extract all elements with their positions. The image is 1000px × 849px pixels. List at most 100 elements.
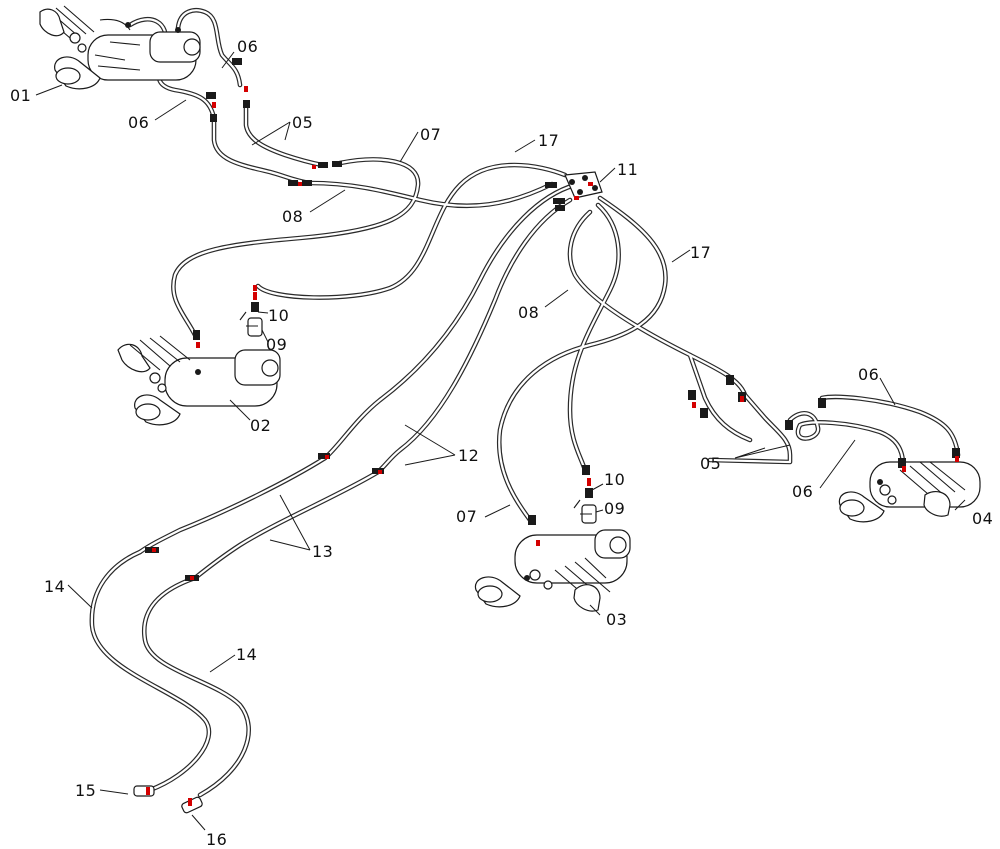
coupling-fitting xyxy=(325,455,329,459)
coupler-16-icon xyxy=(181,796,203,814)
callout-10: 10 xyxy=(268,306,289,325)
coupling-fitting xyxy=(952,448,960,458)
coupling-fitting xyxy=(785,420,793,430)
fittings-group xyxy=(145,58,960,581)
coupling-fitting xyxy=(378,470,382,474)
hose-05-b-inner xyxy=(244,102,324,167)
coupling-fitting xyxy=(818,398,826,408)
hose-03-b-inner xyxy=(568,203,620,472)
hose-07-top-inner xyxy=(172,158,420,337)
coupling-fitting xyxy=(298,182,302,186)
hose-13-a xyxy=(137,455,328,555)
hose-17-right-inner xyxy=(498,196,667,522)
callout-14: 14 xyxy=(236,645,257,664)
callout-12: 12 xyxy=(458,446,479,465)
coupling-fitting xyxy=(212,102,216,108)
callout-17: 17 xyxy=(538,131,559,150)
coupling-fitting xyxy=(332,161,342,167)
coupling-fitting xyxy=(898,458,906,468)
hose-05-c-inner xyxy=(708,393,792,464)
cylinder-02-icon xyxy=(117,335,281,426)
coupling-fitting xyxy=(243,100,250,108)
hose-05-d-inner xyxy=(688,353,752,442)
hose-14-a xyxy=(89,549,212,793)
callout-06: 06 xyxy=(237,37,258,56)
coupling-fitting xyxy=(688,390,696,400)
callout-labels: 01 02 03 04 05 05 06 06 06 06 07 07 08 0… xyxy=(10,37,993,849)
callout-13: 13 xyxy=(312,542,333,561)
coupling-fitting xyxy=(232,58,242,65)
coupling-fitting xyxy=(196,342,200,348)
callout-10: 10 xyxy=(604,470,625,489)
coupling-fitting xyxy=(700,408,708,418)
coupling-fitting xyxy=(318,162,328,168)
callout-07: 07 xyxy=(420,125,441,144)
coupling-fitting xyxy=(545,182,557,188)
callout-11: 11 xyxy=(617,160,638,179)
callout-15: 15 xyxy=(75,781,96,800)
coupler-15-icon xyxy=(133,785,155,797)
cylinder-01-icon xyxy=(39,5,201,90)
coupling-fitting xyxy=(244,86,248,92)
coupling-fitting xyxy=(190,576,194,580)
hose-14-a-inner xyxy=(90,550,211,792)
callout-16: 16 xyxy=(206,830,227,849)
coupling-fitting xyxy=(692,402,696,408)
callout-04: 04 xyxy=(972,509,993,528)
callout-14: 14 xyxy=(44,577,65,596)
callout-05: 05 xyxy=(700,454,721,473)
leader-lines xyxy=(35,51,966,831)
callout-17: 17 xyxy=(690,243,711,262)
hose-12-a-inner xyxy=(323,183,577,460)
coupling-fitting xyxy=(555,205,565,211)
coupling-fitting xyxy=(528,515,536,525)
coupling-fitting xyxy=(726,375,734,385)
hose-12-b-inner xyxy=(376,198,572,474)
coupling-fitting xyxy=(318,453,330,459)
valve-09-10-right-icon xyxy=(573,478,597,524)
valve-09-10-left-icon xyxy=(239,292,263,337)
callout-02: 02 xyxy=(250,416,271,435)
coupling-fitting xyxy=(152,548,156,552)
hose-06-d-inner xyxy=(820,395,960,457)
hose-08-right-inner xyxy=(568,210,747,397)
cylinder-03-icon xyxy=(474,529,631,612)
coupling-fitting xyxy=(740,396,744,402)
coupling-fitting xyxy=(288,180,298,186)
hose-05-c xyxy=(707,392,793,465)
callout-06: 06 xyxy=(858,365,879,384)
callout-09: 09 xyxy=(266,335,287,354)
hose-06-a-inner xyxy=(176,9,242,87)
callout-01: 01 xyxy=(10,86,31,105)
coupling-fitting xyxy=(312,165,316,169)
cylinder-04-icon xyxy=(838,461,981,523)
hose-08-top-inner xyxy=(308,181,554,207)
manifold-11-icon xyxy=(564,171,603,200)
hose-12-b xyxy=(375,197,573,475)
coupling-fitting xyxy=(206,92,216,99)
hose-02-loop-inner xyxy=(256,164,567,299)
hose-13-b-inner xyxy=(193,470,380,580)
callout-08: 08 xyxy=(282,207,303,226)
coupling-fitting xyxy=(955,456,959,462)
coupling-fitting xyxy=(193,330,200,340)
coupling-fitting xyxy=(253,285,257,291)
callout-06: 06 xyxy=(128,113,149,132)
callout-05: 05 xyxy=(292,113,313,132)
coupling-fitting xyxy=(902,466,906,472)
callout-09: 09 xyxy=(604,499,625,518)
coupling-fitting xyxy=(582,465,590,475)
hose-14-b-inner xyxy=(143,576,250,797)
callout-06: 06 xyxy=(792,482,813,501)
coupling-fitting xyxy=(536,540,540,546)
coupling-fitting xyxy=(210,114,217,122)
hose-13-a-inner xyxy=(138,456,327,554)
callout-03: 03 xyxy=(606,610,627,629)
hose-06-c-inner xyxy=(788,412,905,467)
coupling-fitting xyxy=(553,198,565,204)
coupling-fitting xyxy=(302,180,312,186)
callout-08: 08 xyxy=(518,303,539,322)
callout-07: 07 xyxy=(456,507,477,526)
